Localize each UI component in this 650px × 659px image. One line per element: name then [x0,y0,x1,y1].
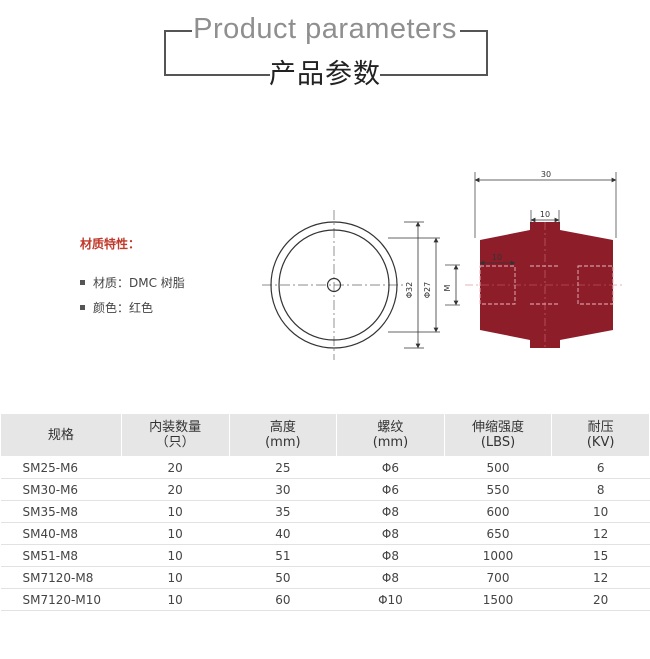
cell-thread: Φ8 [336,500,445,523]
material-item: 材质：DMC 树脂 [80,274,185,291]
material-item-label: 材质：DMC 树脂 [93,276,185,290]
table-row: SM35-M8 10 35 Φ8 600 10 [0,500,650,523]
cell-tensile: 1500 [444,588,552,611]
cell-thread: Φ8 [336,544,445,567]
material-item-label: 颜色：红色 [93,301,154,315]
cell-thread: Φ8 [336,522,445,545]
dim-outer-diameter: Φ32 [405,282,414,298]
cell-thread: Φ8 [336,566,445,589]
header-height: 高度(mm) [228,413,338,457]
side-view: 30 10 10 [465,170,625,348]
header-voltage: 耐压(KV) [551,413,650,457]
cell-quantity: 20 [121,478,230,501]
cell-thread: Φ6 [336,478,445,501]
cell-voltage: 15 [551,544,650,567]
cell-model: SM7120-M8 [0,566,122,589]
cell-tensile: 500 [444,456,552,479]
dim-thread-depth: 10 [492,253,502,262]
cell-height: 30 [229,478,337,501]
cell-tensile: 1000 [444,544,552,567]
material-item: 颜色：红色 [80,299,185,316]
cell-model: SM25-M6 [0,456,122,479]
cell-model: SM30-M6 [0,478,122,501]
cell-tensile: 650 [444,522,552,545]
cell-model: SM51-M8 [0,544,122,567]
table-row: SM25-M6 20 25 Φ6 500 6 [0,456,650,479]
header-tensile: 伸缩强度(LBS) [443,413,553,457]
cell-height: 40 [229,522,337,545]
table-row: SM7120-M10 10 60 Φ10 1500 20 [0,588,650,611]
material-title: 材质特性： [80,237,141,251]
cell-tensile: 550 [444,478,552,501]
cell-voltage: 10 [551,500,650,523]
cell-height: 60 [229,588,337,611]
cell-quantity: 10 [121,566,230,589]
page-header: Product parameters 产品参数 [0,0,650,100]
table-row: SM7120-M8 10 50 Φ8 700 12 [0,566,650,589]
table-row: SM40-M8 10 40 Φ8 650 12 [0,522,650,545]
cell-quantity: 10 [121,500,230,523]
cell-tensile: 600 [444,500,552,523]
title-frame-left-line [164,74,270,76]
cell-height: 51 [229,544,337,567]
material-properties: 材质特性： 材质：DMC 树脂 颜色：红色 [80,235,185,324]
dim-inner-diameter: Φ27 [423,282,432,298]
dim-thread: M [443,284,452,291]
bullet-icon [80,280,85,285]
cell-voltage: 20 [551,588,650,611]
cell-thread: Φ10 [336,588,445,611]
cell-height: 25 [229,456,337,479]
cell-voltage: 12 [551,522,650,545]
cell-model: SM7120-M10 [0,588,122,611]
cell-quantity: 10 [121,588,230,611]
cell-model: SM35-M8 [0,500,122,523]
cell-quantity: 20 [121,456,230,479]
dim-overall-length: 30 [541,170,551,179]
cell-height: 50 [229,566,337,589]
title-chinese: 产品参数 [269,59,381,90]
bullet-icon [80,305,85,310]
title-frame-right [460,30,488,76]
table-row: SM30-M6 20 30 Φ6 550 8 [0,478,650,501]
spec-table: 规格 内装数量（只） 高度(mm) 螺纹(mm) 伸缩强度(LBS) 耐压(KV… [0,413,650,611]
table-header-row: 规格 内装数量（只） 高度(mm) 螺纹(mm) 伸缩强度(LBS) 耐压(KV… [0,413,650,457]
cell-voltage: 12 [551,566,650,589]
header-thread: 螺纹(mm) [336,413,445,457]
title-frame-right-line [380,74,488,76]
cell-height: 35 [229,500,337,523]
cell-voltage: 8 [551,478,650,501]
cell-quantity: 10 [121,544,230,567]
title-english: Product parameters [193,13,457,45]
dim-flange-width: 10 [540,210,550,219]
cell-thread: Φ6 [336,456,445,479]
header-model: 规格 [0,413,122,457]
header-quantity: 内装数量（只） [120,413,230,457]
front-view: Φ32 Φ27 M [262,210,460,360]
table-row: SM51-M8 10 51 Φ8 1000 15 [0,544,650,567]
cell-tensile: 700 [444,566,552,589]
cell-model: SM40-M8 [0,522,122,545]
title-frame-left [164,30,192,76]
cell-quantity: 10 [121,522,230,545]
cell-voltage: 6 [551,456,650,479]
